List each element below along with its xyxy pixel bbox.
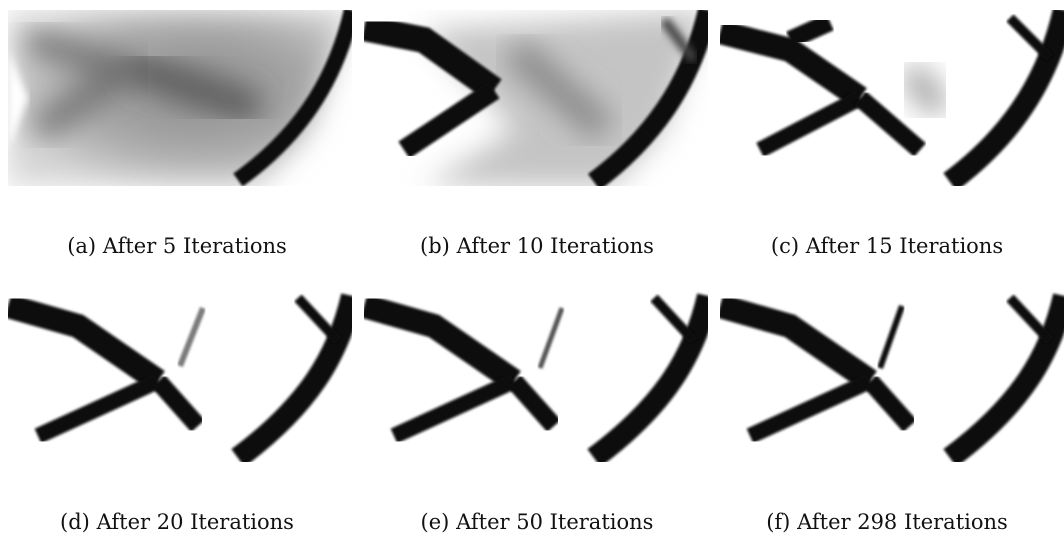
caption-label-e: (e) xyxy=(420,510,450,534)
caption-label-c: (c) xyxy=(770,234,800,258)
caption-b: (b) After 10 Iterations xyxy=(360,234,714,258)
caption-c: (c) After 15 Iterations xyxy=(710,234,1064,258)
caption-label-f: (f) xyxy=(766,510,791,534)
caption-label-a: (a) xyxy=(67,234,97,258)
caption-text-b: After 10 Iterations xyxy=(456,234,654,258)
caption-text-c: After 15 Iterations xyxy=(805,234,1004,258)
caption-label-d: (d) xyxy=(60,510,90,534)
caption-text-e: After 50 Iterations xyxy=(456,510,654,534)
topology-image-d xyxy=(8,286,352,462)
caption-label-b: (b) xyxy=(420,234,450,258)
caption-e: (e) After 50 Iterations xyxy=(360,510,714,534)
topology-image-c xyxy=(720,10,1064,186)
caption-d: (d) After 20 Iterations xyxy=(0,510,354,534)
topology-image-f xyxy=(720,286,1064,462)
caption-f: (f) After 298 Iterations xyxy=(710,510,1064,534)
caption-text-f: After 298 Iterations xyxy=(797,510,1008,534)
topology-image-b xyxy=(364,10,708,186)
caption-text-a: After 5 Iterations xyxy=(102,234,287,258)
topology-image-e xyxy=(364,286,708,462)
caption-a: (a) After 5 Iterations xyxy=(0,234,354,258)
topology-image-a xyxy=(8,10,352,186)
caption-text-d: After 20 Iterations xyxy=(96,510,294,534)
